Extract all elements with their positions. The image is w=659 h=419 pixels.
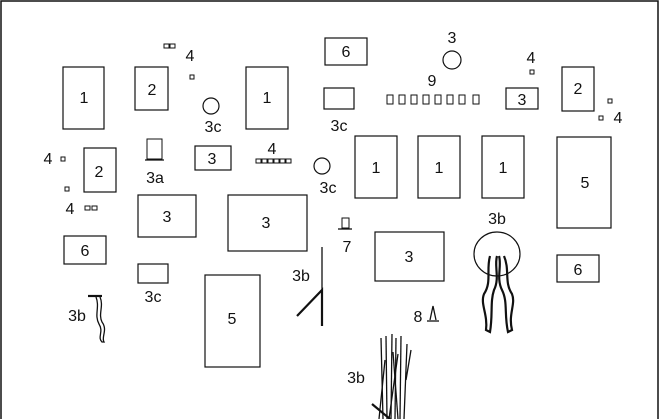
component-8: 8 (414, 305, 439, 326)
component-1-b: 1 (245, 66, 289, 130)
label-3c-a: 3c (205, 119, 222, 136)
component-3b-bundle: 3b (347, 333, 412, 419)
label-5-b: 5 (228, 311, 237, 328)
label-3c-b: 3c (331, 118, 348, 135)
component-7: 7 (338, 217, 352, 256)
component-1-c: 1 (354, 135, 398, 199)
component-4-b: 4 (527, 50, 536, 75)
label-2-a: 2 (148, 82, 157, 99)
label-3-lower: 3 (405, 249, 414, 266)
component-4-e: 4 (44, 151, 66, 168)
label-3b-b: 3b (292, 268, 310, 285)
component-2-c: 2 (561, 66, 595, 112)
label-7: 7 (343, 239, 352, 256)
label-8: 8 (414, 309, 423, 326)
label-2-b: 2 (95, 164, 104, 181)
label-6-c: 6 (574, 262, 583, 279)
component-6-c: 6 (556, 254, 600, 283)
component-5-a: 5 (556, 136, 612, 229)
component-5-b: 5 (204, 274, 261, 368)
component-4-f: 4 (64, 186, 98, 218)
component-6-b: 6 (63, 235, 107, 265)
label-1-c: 1 (372, 160, 381, 177)
component-9: 9 (386, 73, 480, 105)
component-2-b: 2 (83, 147, 117, 193)
component-3-medium: 3 (137, 194, 197, 238)
label-5-a: 5 (581, 175, 590, 192)
component-4-d: 4 (255, 141, 292, 164)
label-2-c: 2 (574, 81, 583, 98)
component-1-a: 1 (62, 66, 105, 130)
label-4-d: 4 (268, 141, 277, 158)
label-3-small-b: 3 (518, 92, 527, 109)
label-3-large: 3 (262, 215, 271, 232)
component-1-e: 1 (481, 135, 525, 199)
component-3-large: 3 (227, 194, 308, 252)
label-1-e: 1 (499, 160, 508, 177)
component-3a: 3a (145, 138, 164, 187)
label-4-c: 4 (614, 110, 623, 127)
label-3c-d: 3c (145, 289, 162, 306)
component-2-a: 2 (134, 66, 169, 111)
label-1-b: 1 (263, 90, 272, 107)
component-3c-circle-a: 3c (202, 97, 222, 136)
component-4-c: 4 (598, 98, 623, 127)
label-4-f: 4 (66, 201, 75, 218)
label-3a: 3a (146, 170, 164, 187)
label-3-circle: 3 (448, 30, 457, 47)
label-3-small-a: 3 (208, 151, 217, 168)
component-4-a: 4 (163, 43, 195, 80)
label-9: 9 (428, 73, 437, 90)
label-3b-d: 3b (347, 370, 365, 387)
component-3c-rect-a: 3c (323, 87, 355, 135)
component-3b-spring: 3b (68, 294, 106, 343)
label-1-d: 1 (435, 160, 444, 177)
component-3-small-b: 3 (505, 87, 539, 110)
component-3-circle: 3 (442, 30, 462, 70)
label-3b-c: 3b (488, 211, 506, 228)
component-3c-rect-b: 3c (137, 263, 169, 306)
label-3b-a: 3b (68, 308, 86, 325)
component-3b-balloon: 3b (473, 211, 521, 334)
label-4-b: 4 (527, 50, 536, 67)
label-6-b: 6 (81, 243, 90, 260)
label-4-a: 4 (186, 48, 195, 65)
component-3c-circle-b: 3c (313, 157, 337, 197)
label-4-e: 4 (44, 151, 53, 168)
label-3c-c: 3c (320, 180, 337, 197)
component-3-lower: 3 (374, 231, 445, 282)
label-3-medium: 3 (163, 209, 172, 226)
component-1-d: 1 (417, 135, 461, 199)
label-6-a: 6 (342, 44, 351, 61)
label-1-a: 1 (80, 90, 89, 107)
component-3b-angle: 3b (292, 247, 324, 326)
component-3-small-a: 3 (194, 145, 232, 171)
component-6-a: 6 (324, 37, 368, 66)
